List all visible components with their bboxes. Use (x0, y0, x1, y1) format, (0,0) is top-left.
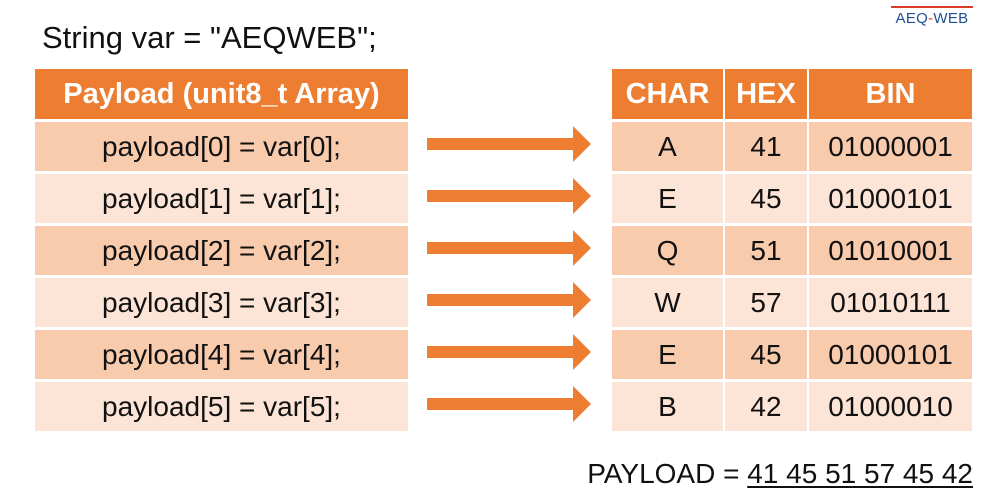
right-arrow-shape (427, 230, 591, 266)
char-cell: B (612, 382, 723, 431)
right-arrow-icon (425, 383, 592, 425)
hex-cell: 51 (725, 226, 807, 275)
right-arrow-icon (425, 123, 592, 165)
char-cell: A (612, 122, 723, 171)
payload-row: payload[1] = var[1]; (35, 174, 408, 223)
payload-row: payload[4] = var[4]; (35, 330, 408, 379)
bin-cell: 01010001 (809, 226, 972, 275)
right-arrow-icon (425, 227, 592, 269)
right-arrow-polygon (427, 282, 591, 318)
hex-cell: 45 (725, 174, 807, 223)
right-arrow-polygon (427, 126, 591, 162)
bin-column-header: BIN (809, 69, 972, 119)
payload-hex-value: 41 45 51 57 45 42 (747, 458, 973, 489)
right-arrow-polygon (427, 178, 591, 214)
right-arrow-shape (427, 334, 591, 370)
right-arrow-icon (425, 175, 592, 217)
hex-column-header: HEX (725, 69, 807, 119)
right-arrow-polygon (427, 230, 591, 266)
logo-bar (891, 6, 973, 8)
right-arrow-icon (425, 279, 592, 321)
char-cell: W (612, 278, 723, 327)
payload-row: payload[2] = var[2]; (35, 226, 408, 275)
right-arrow-polygon (427, 334, 591, 370)
bin-cell: 01010111 (809, 278, 972, 327)
char-hex-bin-table: CHAR HEX BIN A 41 01000001 E 45 01000101… (612, 69, 972, 435)
payload-summary: PAYLOAD = 41 45 51 57 45 42 (560, 452, 973, 496)
payload-row: payload[3] = var[3]; (35, 278, 408, 327)
char-cell: E (612, 174, 723, 223)
logo-text: AEQ-WEB (891, 9, 973, 29)
payload-row: payload[0] = var[0]; (35, 122, 408, 171)
hex-cell: 42 (725, 382, 807, 431)
right-arrow-shape (427, 282, 591, 318)
char-cell: E (612, 330, 723, 379)
payload-row: payload[5] = var[5]; (35, 382, 408, 431)
right-arrow-polygon (427, 386, 591, 422)
payload-array-table: Payload (unit8_t Array) payload[0] = var… (35, 69, 408, 435)
payload-array-header: Payload (unit8_t Array) (35, 69, 408, 119)
bin-cell: 01000001 (809, 122, 972, 171)
bin-cell: 01000101 (809, 330, 972, 379)
right-arrow-icon (425, 331, 592, 373)
char-cell: Q (612, 226, 723, 275)
hex-cell: 57 (725, 278, 807, 327)
hex-cell: 45 (725, 330, 807, 379)
right-arrow-shape (427, 126, 591, 162)
bin-cell: 01000101 (809, 174, 972, 223)
bin-cell: 01000010 (809, 382, 972, 431)
char-column-header: CHAR (612, 69, 723, 119)
logo-text-left: AEQ (895, 10, 929, 27)
aeq-web-logo: AEQ-WEB (891, 6, 973, 30)
payload-label: PAYLOAD = (587, 458, 748, 489)
hex-cell: 41 (725, 122, 807, 171)
right-arrow-shape (427, 386, 591, 422)
logo-text-dash: - (928, 10, 934, 27)
logo-text-right: WEB (933, 10, 969, 27)
string-declaration-title: String var = "AEQWEB"; (42, 20, 377, 55)
right-arrow-shape (427, 178, 591, 214)
